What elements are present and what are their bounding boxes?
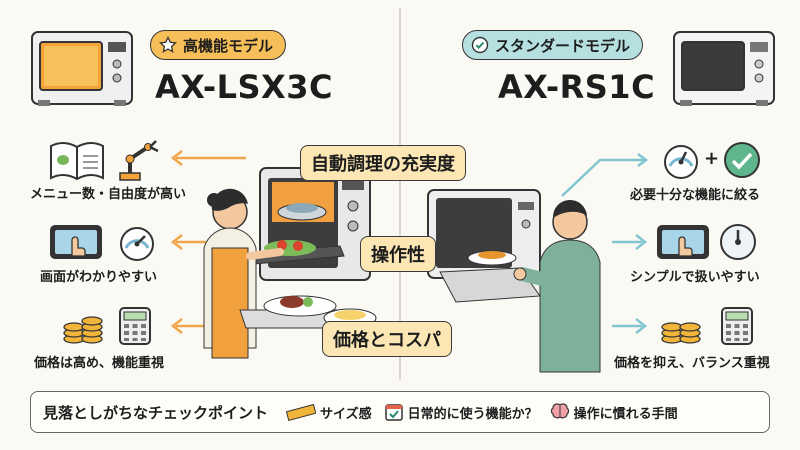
dial-icon xyxy=(718,222,758,262)
standard-simple-caption: シンプルで扱いやすい xyxy=(630,270,760,285)
tablet-touch-icon xyxy=(48,222,104,262)
plus-sign: + xyxy=(704,148,720,169)
checkpoint-size: サイズ感 xyxy=(286,403,372,422)
price-value-label: 価格とコスパ xyxy=(322,321,452,357)
premium-model-name: AX-LSX3C xyxy=(155,68,333,106)
checkpoint-size-label: サイズ感 xyxy=(320,406,372,422)
checkpoint-bar: 見落としがちなチェックポイント サイズ感 日常的に使う機能か？ 操作に慣れる手間 xyxy=(30,391,770,433)
premium-menu-caption: メニュー数・自由度が高い xyxy=(30,187,187,202)
premium-screen-caption: 画面がわかりやすい xyxy=(40,270,158,285)
check-circle-icon xyxy=(471,36,489,54)
checkpoint-title: 見落としがちなチェックポイント xyxy=(43,403,269,422)
arrow-right-icon xyxy=(610,316,650,336)
arrow-right-icon xyxy=(560,152,650,198)
ruler-icon xyxy=(286,403,320,421)
man-with-oven-illustration xyxy=(420,162,630,380)
checkpoint-learning: 操作に慣れる手間 xyxy=(550,402,678,422)
recipe-book-icon xyxy=(48,140,106,182)
check-circle-icon xyxy=(722,140,762,180)
checkpoint-daily-label: 日常的に使う機能か？ xyxy=(407,406,538,422)
calculator-icon xyxy=(720,306,754,346)
brain-icon xyxy=(550,402,574,422)
standard-function-caption: 必要十分な機能に絞る xyxy=(630,188,761,203)
premium-price-caption: 価格は高め、機能重視 xyxy=(34,356,165,371)
calculator-icon xyxy=(118,306,152,346)
standard-model-name: AX-RS1C xyxy=(498,68,656,106)
premium-badge-label: 高機能モデル xyxy=(183,36,274,55)
coin-stack-icon xyxy=(62,309,106,347)
arrow-left-icon xyxy=(168,232,208,252)
standard-microwave-image xyxy=(672,28,777,110)
operability-label: 操作性 xyxy=(360,236,436,272)
arrow-left-icon xyxy=(168,148,248,168)
arrow-left-icon xyxy=(168,316,208,336)
gauge-icon xyxy=(116,222,158,262)
premium-microwave-image xyxy=(30,28,135,110)
premium-model-badge: 高機能モデル xyxy=(150,30,287,60)
auto-cooking-label: 自動調理の充実度 xyxy=(300,145,466,181)
checkpoint-daily: 日常的に使う機能か？ xyxy=(384,402,538,422)
woman-with-oven-illustration xyxy=(190,160,395,380)
checkpoint-learning-label: 操作に慣れる手間 xyxy=(573,406,678,422)
star-icon xyxy=(159,36,177,54)
coin-stack-icon xyxy=(660,309,704,347)
tablet-touch-icon xyxy=(655,222,711,262)
standard-price-caption: 価格を抑え、バランス重視 xyxy=(614,356,770,371)
calendar-check-icon xyxy=(384,402,408,422)
arrow-right-icon xyxy=(610,232,650,252)
center-divider xyxy=(399,8,401,380)
standard-model-badge: スタンダードモデル xyxy=(462,30,644,60)
standard-badge-label: スタンダードモデル xyxy=(495,36,631,55)
robot-arm-icon xyxy=(114,135,162,183)
gauge-icon xyxy=(660,140,702,180)
